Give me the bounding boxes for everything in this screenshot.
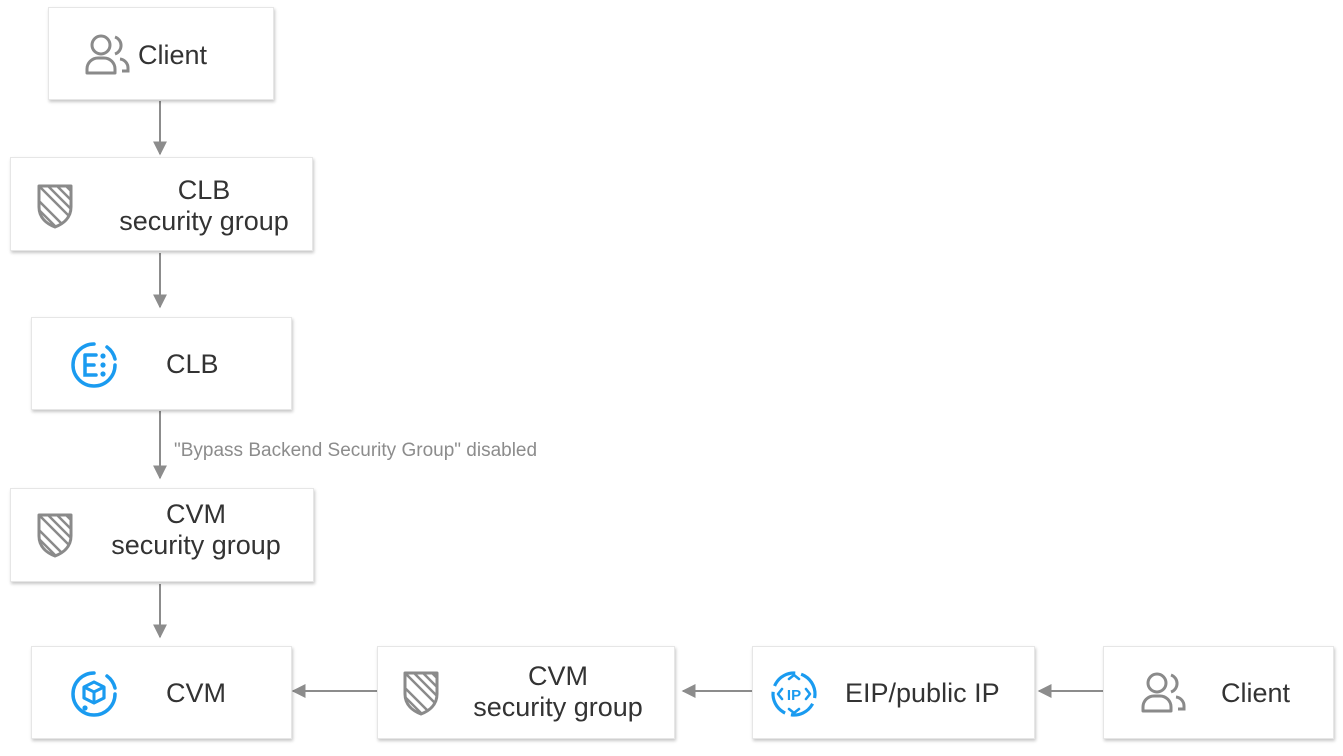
- users-icon: [85, 34, 130, 75]
- cvm-icon: [71, 671, 117, 717]
- clb-label: CLB: [166, 349, 219, 379]
- clb-security-group-node: CLB security group: [10, 157, 313, 251]
- clb-sg-title: CLB: [177, 175, 231, 205]
- cvm-security-group-node-bottom: CVM security group: [377, 646, 675, 739]
- shield-icon: [37, 513, 73, 558]
- eip-label: EIP/public IP: [845, 678, 1000, 708]
- clb-node: CLB: [31, 317, 292, 410]
- client-label: Client: [138, 40, 208, 70]
- bypass-backend-sg-label: "Bypass Backend Security Group" disabled: [174, 440, 538, 461]
- cvm-label: CVM: [166, 678, 226, 708]
- clb-icon: [71, 342, 117, 388]
- ip-icon: IP: [771, 671, 817, 717]
- cvm-sg-subtitle: security group: [111, 530, 281, 560]
- shield-icon: [37, 184, 73, 229]
- client-node-right: Client: [1103, 646, 1334, 739]
- shield-icon: [403, 671, 439, 716]
- cvm-sg-title: CVM: [528, 661, 588, 691]
- cvm-security-group-node-top: CVM security group: [10, 488, 314, 582]
- cvm-node: CVM: [31, 646, 292, 739]
- cvm-sg-subtitle: security group: [473, 692, 643, 722]
- cvm-sg-title: CVM: [166, 499, 226, 529]
- client-label: Client: [1221, 678, 1291, 708]
- users-icon: [1141, 672, 1186, 713]
- clb-sg-subtitle: security group: [119, 206, 289, 236]
- eip-node: IP EIP/public IP: [752, 646, 1035, 739]
- svg-text:IP: IP: [787, 687, 801, 704]
- client-node-top: Client: [48, 7, 274, 100]
